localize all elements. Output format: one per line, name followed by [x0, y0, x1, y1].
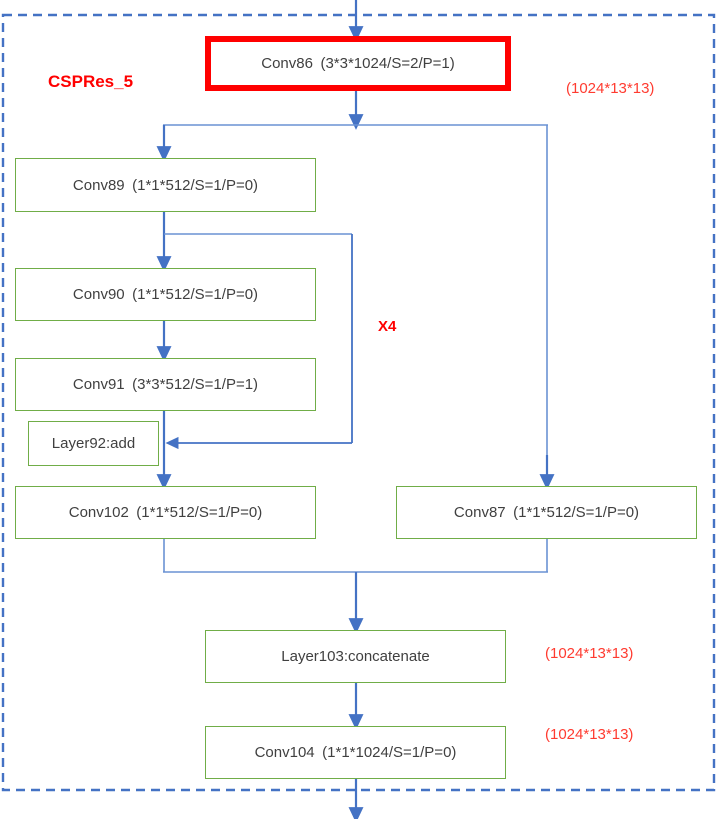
annotation-conv104-shape: (1024*13*13): [545, 726, 634, 743]
node-conv91[interactable]: Conv91 (3*3*512/S=1/P=1): [15, 358, 316, 411]
loop-count-label-x4: X4: [378, 318, 397, 335]
node-conv102[interactable]: Conv102 (1*1*512/S=1/P=0): [15, 486, 316, 539]
node-conv104[interactable]: Conv104 (1*1*1024/S=1/P=0): [205, 726, 506, 779]
annotation-conv86-shape: (1024*13*13): [566, 80, 655, 97]
annotation-layer103-shape: (1024*13*13): [545, 645, 634, 662]
group-label-cspres5: CSPRes_5: [48, 72, 134, 91]
node-layer92-add[interactable]: Layer92:add: [28, 421, 159, 466]
node-layer103-concatenate[interactable]: Layer103:concatenate: [205, 630, 506, 683]
node-conv89[interactable]: Conv89 (1*1*512/S=1/P=0): [15, 158, 316, 212]
node-conv87[interactable]: Conv87 (1*1*512/S=1/P=0): [396, 486, 697, 539]
node-conv90[interactable]: Conv90 (1*1*512/S=1/P=0): [15, 268, 316, 321]
group-boundary: [1, 13, 716, 792]
node-conv86[interactable]: Conv86 (3*3*1024/S=2/P=1): [205, 36, 511, 91]
